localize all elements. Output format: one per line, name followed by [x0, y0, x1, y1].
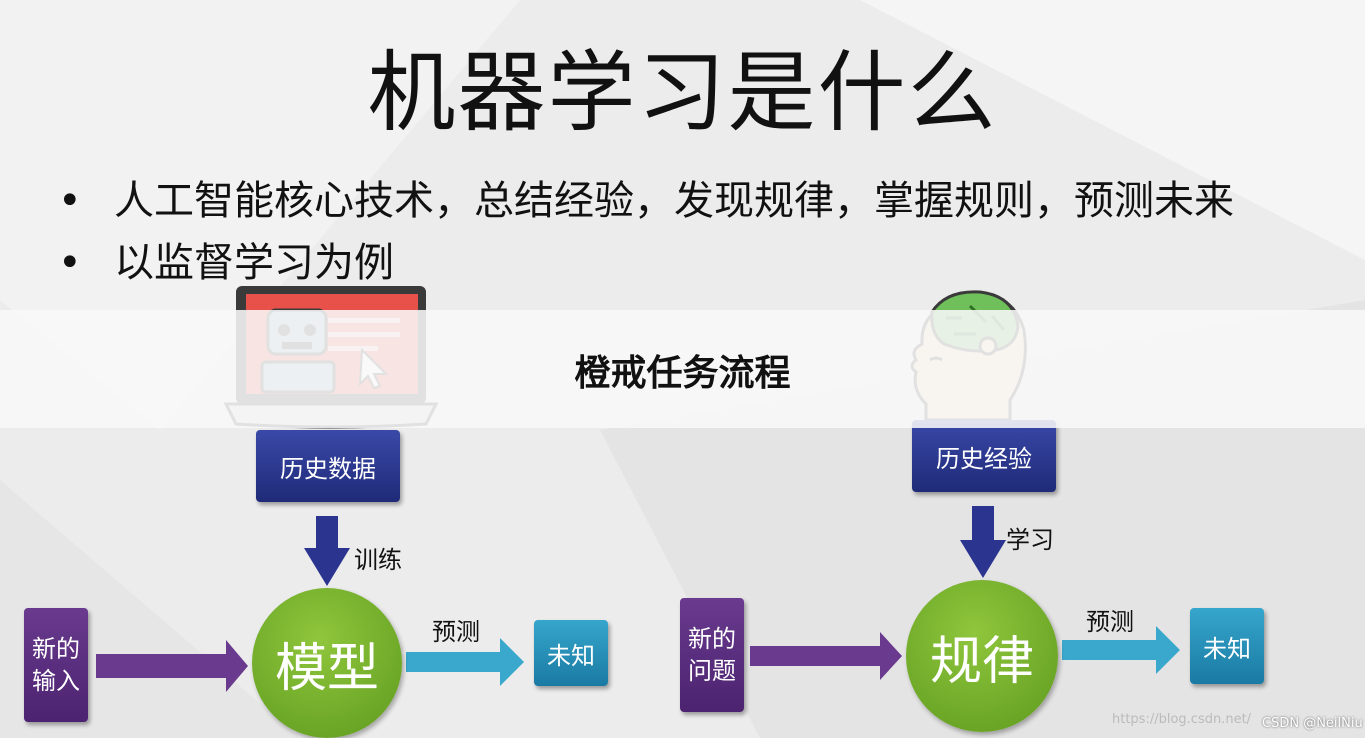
unknown-box: 未知: [1190, 608, 1264, 684]
watermark-url: https://blog.csdn.net/: [1112, 712, 1252, 727]
right-input-arrow: [750, 632, 902, 680]
learn-label: 学习: [1006, 526, 1054, 554]
slide-title: 机器学习是什么: [367, 41, 998, 144]
title-banner: [0, 310, 1365, 428]
history-data-box: 历史数据: [256, 430, 400, 502]
banner-title: 橙戒任务流程: [574, 353, 791, 394]
left-predict-arrow: [406, 638, 524, 686]
bullet-item: • 人工智能核心技术，总结经验，发现规律，掌握规则，预测未来: [58, 168, 1234, 226]
right-predict-arrow: [1062, 626, 1180, 674]
bullet-dot: •: [58, 240, 82, 286]
bullet-dot: •: [58, 178, 82, 224]
new-input-box: 新的 输入: [24, 608, 88, 722]
new-problem-box: 新的 问题: [680, 598, 744, 712]
bullet-item: • 以监督学习为例: [58, 230, 394, 288]
unknown-box: 未知: [534, 620, 608, 686]
history-experience-box: 历史经验: [912, 420, 1056, 492]
pattern-circle: 规律: [906, 580, 1058, 732]
left-input-arrow: [96, 640, 248, 692]
train-arrow: [304, 516, 350, 586]
predict-label: 预测: [432, 618, 480, 646]
train-label: 训练: [354, 546, 402, 574]
watermark-author: CSDN @NeilNiu: [1262, 716, 1363, 731]
model-circle: 模型: [252, 588, 402, 738]
bullet-text: 以监督学习为例: [114, 240, 394, 286]
predict-label: 预测: [1086, 608, 1134, 636]
bullet-text: 人工智能核心技术，总结经验，发现规律，掌握规则，预测未来: [114, 178, 1234, 224]
learn-arrow: [960, 506, 1006, 578]
